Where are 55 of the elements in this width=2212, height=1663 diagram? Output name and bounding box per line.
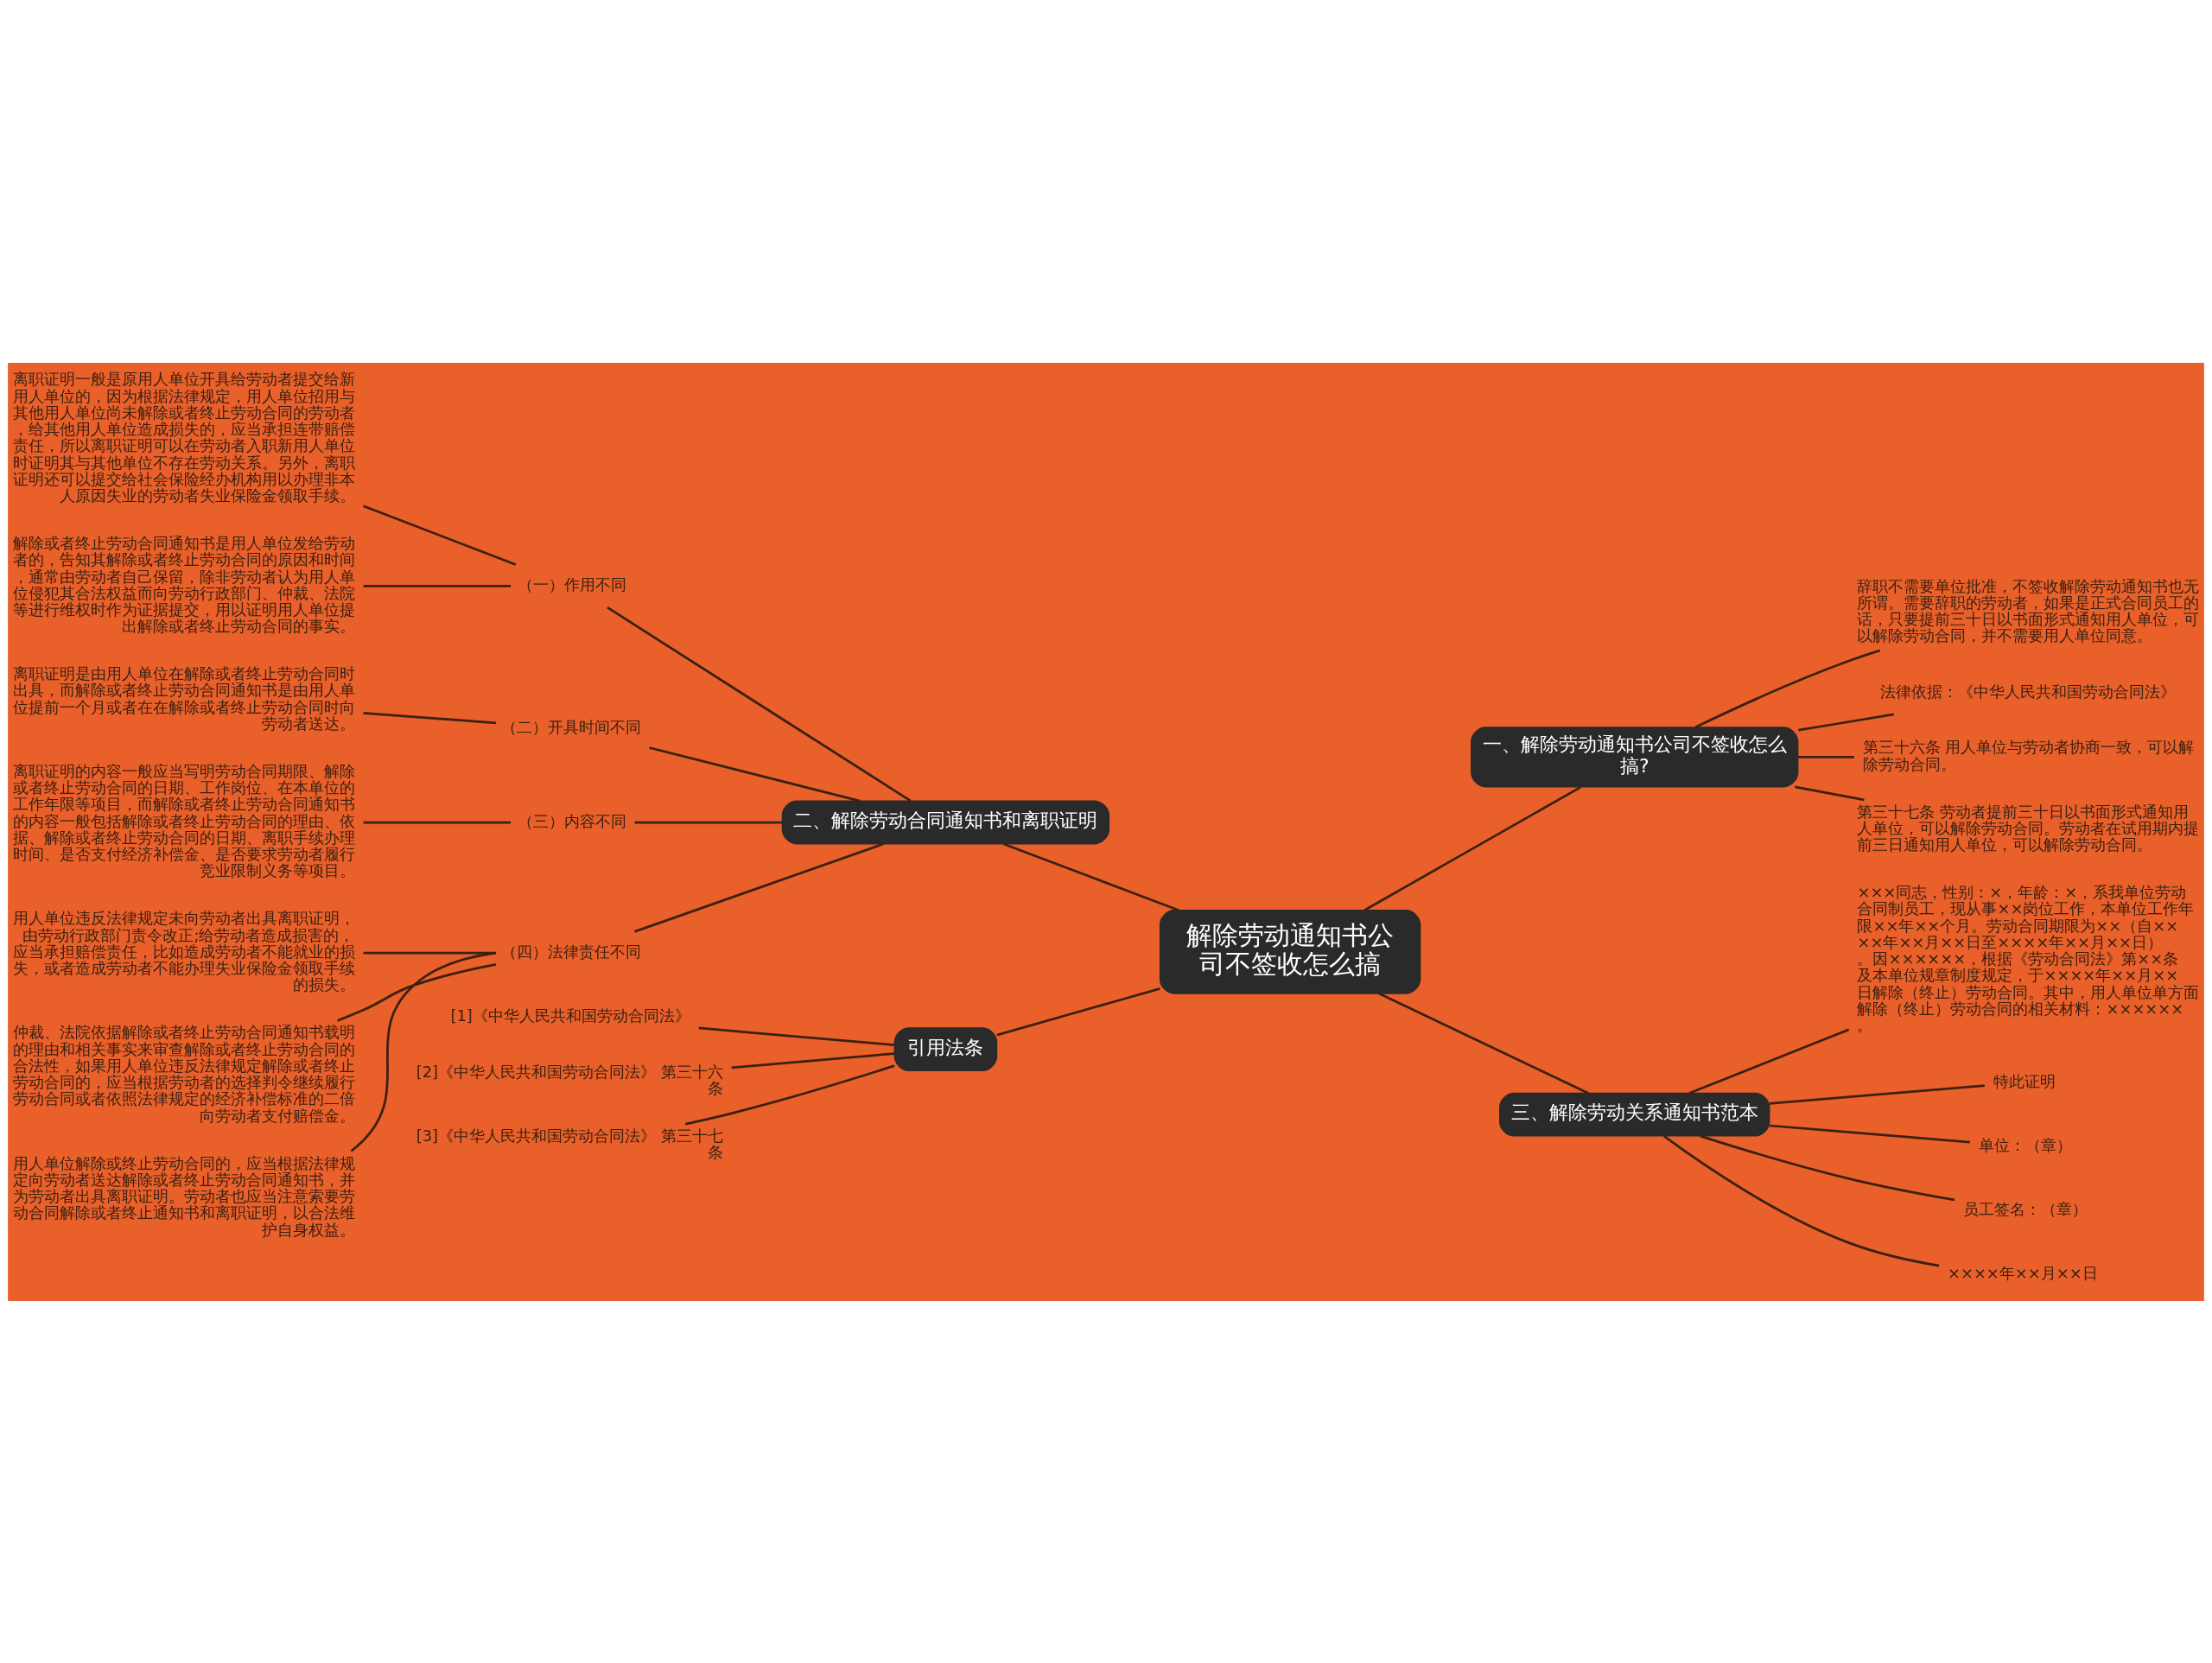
node-box: 二、解除劳动合同通知书和离职证明 [781,800,1110,844]
node-text: （一）作用不同 [517,574,626,593]
connector [1363,785,1582,911]
node-text: [1]《中华人民共和国劳动合同法》 [450,1006,690,1025]
node-text: [2]《中华人民共和国劳动合同法》 第三十六条 [416,1062,723,1097]
node-text: 用人单位解除或终止劳动合同的，应当根据法律规定向劳动者送达解除或者终止劳动合同通知书，并为劳动者出具离职证明。劳动者也应当注意索要劳动合同解除或者终止通知书和离职证明，以合法维护自身权益。 [12,1153,355,1239]
connector [337,962,497,1022]
node-box: 一、解除劳动通知书公司不签收怎么搞? [1471,726,1799,787]
connector [607,606,912,802]
node-box: 解除劳动通知书公司不签收怎么搞 [1159,909,1421,994]
node-text: （三）内容不同 [517,811,626,830]
node-box: 三、解除劳动关系通知书范本 [1499,1092,1770,1137]
connector [1798,755,1854,759]
node-text: 法律依据：《中华人民共和国劳动合同法》 [1879,682,2176,701]
connector [1663,1134,1940,1266]
connector [363,711,496,724]
connector [649,746,861,802]
connector [363,821,512,823]
connector [634,821,783,823]
node-text: 用人单位违反法律规定未向劳动者出具离职证明，由劳动行政部门责令改正;给劳动者造成损害的，应当承担赔偿责任，比如造成劳动者不能就业的损失，或者造成劳动者不能办理失业保险金领取手续的损失。 [12,908,355,993]
connector [350,951,497,1152]
connector [1769,1083,1985,1105]
connector [634,842,885,933]
node-text: 离职证明一般是原用人单位开具给劳动者提交给新用人单位的，因为根据法律规定，用人单位招用与其他用人单位尚未解除或者终止劳动合同的劳动者，给其他用人单位造成损失的，应当承担连带赔偿责任，所以离职证明可以在劳动者入职新用人单位时证明其与其他单位不存在劳动关系。另外，离职证明还可以提交给社会保险经办机构用以办理非本人原因失业的劳动者失业保险金领取手续。 [12,369,355,505]
node-text: 离职证明是由用人单位在解除或者终止劳动合同时出具，而解除或者终止劳动合同通知书是由用人单位提前一个月或者在在解除或者终止劳动合同时向劳动者送达。 [12,663,355,733]
node-text: 第三十七条 劳动者提前三十日以书面形式通知用人单位，可以解除劳动合同。劳动者在试用期内提前三日通知用人单位，可以解除劳动合同。 [1857,802,2200,854]
node-text: （二）开具时间不同 [500,717,641,736]
connector [363,504,517,566]
connector [1694,649,1881,728]
connector [1798,713,1894,732]
connector [363,584,512,587]
node-text: 第三十六条 用人单位与劳动者协商一致，可以解除劳动合同。 [1862,737,2195,773]
node-text: 解除或者终止劳动合同通知书是用人单位发给劳动者的，告知其解除或者终止劳动合同的原因和时间，通常由劳动者自己保留，除非劳动者认为用人单位侵犯其合法权益而向劳动行政部门、仲裁、法院等进行维权时作为证据提交，用以证明用人单位提出解除或者终止劳动合同的事实。 [12,533,355,635]
connector [1378,992,1589,1095]
node-text: 特此证明 [1993,1071,2056,1090]
node-text: 离职证明的内容一般应当写明劳动合同期限、解除或者终止劳动合同的日期、工作岗位、在本单位的工作年限等项目，而解除或者终止劳动合同通知书的内容一般包括解除或者终止劳动合同的理由、依据、解除或者终止劳动合同的日期、离职手续办理时间、是否支付经济补偿金、是否要求劳动者履行竞业限制义务等项目。 [12,761,355,879]
node-text: ××××年××月××日 [1947,1263,2098,1282]
connector [1769,1124,1970,1144]
connector [996,987,1160,1036]
connector [1688,1028,1850,1095]
node-text: 辞职不需要单位批准，不签收解除劳动通知书也无所谓。需要辞职的劳动者，如果是正式合同员工的话，只要提前三十日以书面形式通知用人单位，可以解除劳动合同，并不需要用人单位同意。 [1857,575,2200,644]
connector [731,1051,895,1069]
node-text: ×××同志，性别：×，年龄：×，系我单位劳动合同制员工，现从事××岗位工作，本单位工作年限××年××个月。劳动合同期限为××（自××××年××月××日至××××年××月××日）。因××××××，根据《劳动合同法》第××条及本单位规章制度规定，于××××年××月××日解除（终止）劳动合同。其中，用人单位单方面解除（终止）劳动合同的相关材料：××××××。 [1857,882,2200,1034]
connector [685,1063,895,1125]
node-box: 引用法条 [893,1026,998,1071]
connector [363,951,496,955]
node-text: [3]《中华人民共和国劳动合同法》 第三十七条 [416,1126,723,1161]
node-text: （四）法律责任不同 [500,942,641,961]
node-text: 单位：（章） [1978,1135,2072,1154]
node-text: 仲裁、法院依据解除或者终止劳动合同通知书载明的理由和相关事实来审查解除或者终止劳动合同的合法性，如果用人单位违反法律规定解除或者终止劳动合同的，应当根据劳动者的选择判令继续履行劳动合同或者依照法律规定的经济补偿标准的二倍向劳动者支付赔偿金。 [12,1022,355,1125]
connector [1003,842,1179,911]
connector [1700,1134,1955,1201]
connector [1795,785,1865,801]
node-text: 员工签名：（章） [1962,1199,2088,1218]
connector [698,1026,894,1046]
